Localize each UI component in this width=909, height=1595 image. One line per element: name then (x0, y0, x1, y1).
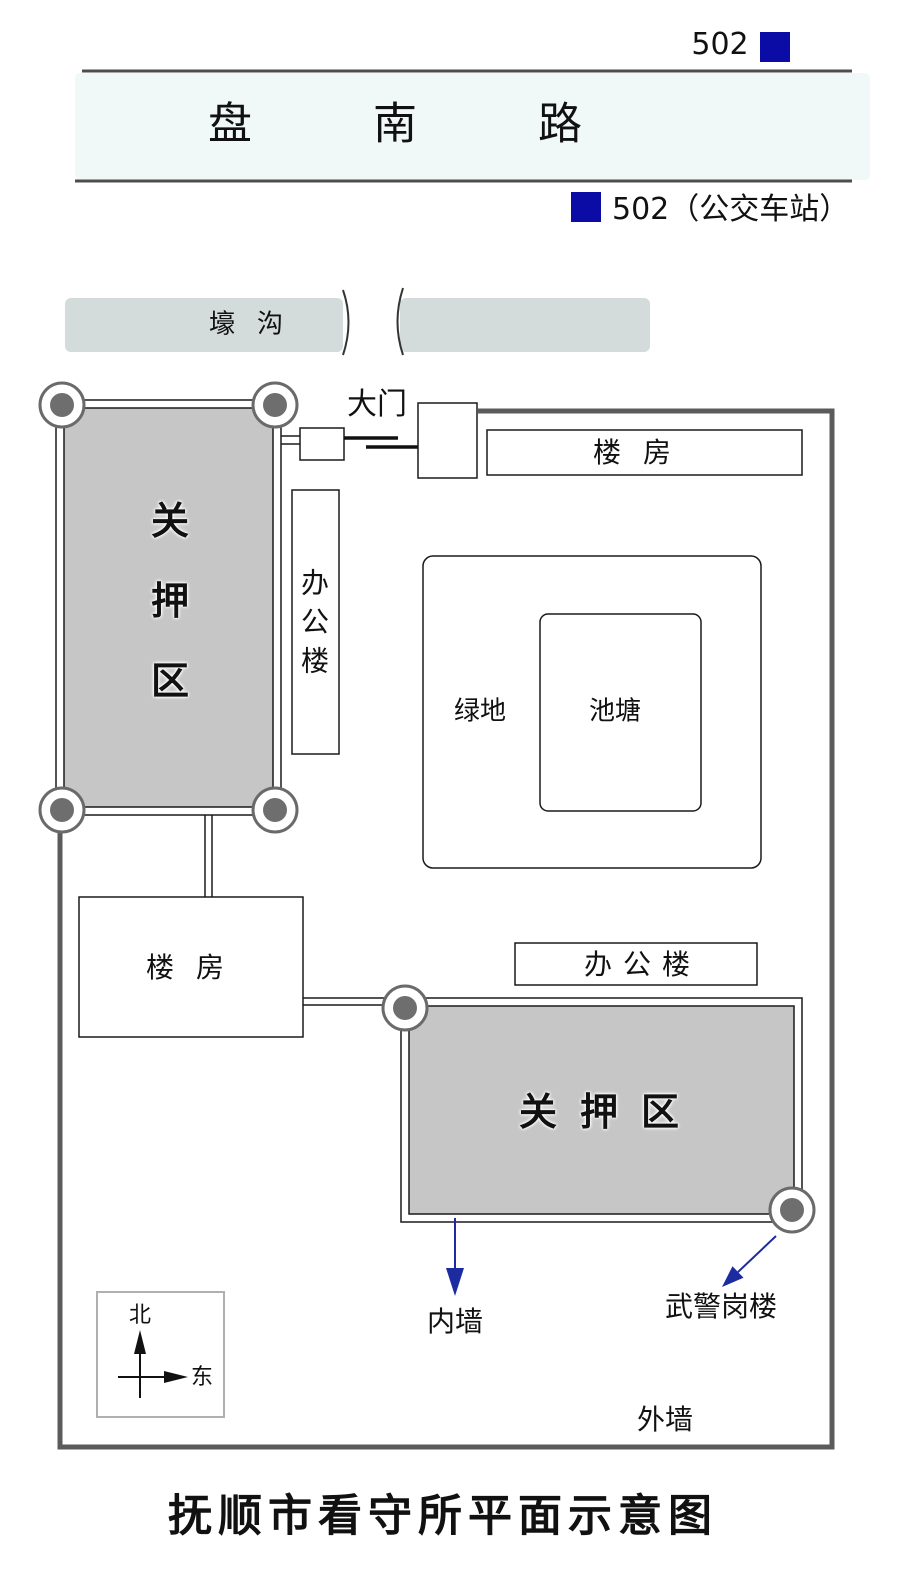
west-building-label: 楼房 (145, 951, 247, 985)
outer-wall (57, 408, 835, 1450)
guard-tower-nw-2 (251, 381, 299, 429)
guard-tower-nw-3 (38, 786, 86, 834)
green-space-label: 绿地 (453, 696, 507, 727)
guard-tower-arrow-head (722, 1266, 744, 1287)
bus-route-number: 502 (691, 27, 749, 62)
guard-tower-label: 武警岗楼 (664, 1290, 778, 1324)
bus-stop-marker (571, 192, 601, 222)
compass-north-label: 北 (128, 1302, 152, 1328)
gate-house (417, 402, 478, 479)
moat-label: 壕沟 (208, 309, 306, 340)
gate-label: 大门 (347, 387, 407, 422)
se-detention-area (408, 1005, 795, 1215)
se-detention-label: 关押区 (518, 1090, 703, 1135)
south-office-building (514, 942, 758, 986)
guard-tower-nw-4 (251, 786, 299, 834)
bridge-west-bracket (342, 289, 350, 356)
nw-detention-label: 关押区 (150, 499, 189, 703)
west-office-building (291, 489, 340, 755)
bus-stop-label: 502（公交车站） (612, 192, 850, 227)
north-building (486, 429, 803, 476)
bus-route-marker (760, 32, 790, 62)
road-name: 盘南路 (208, 98, 703, 150)
page-title: 抚顺市看守所平面示意图 (168, 1490, 718, 1542)
guard-tower-arrow-shaft (737, 1235, 777, 1273)
inner-wall-arrow-head (446, 1268, 464, 1296)
nw-detention-area (63, 407, 274, 808)
compass-north-arrow-icon (134, 1330, 146, 1354)
compass-east-label: 东 (190, 1364, 214, 1390)
guard-tower-nw-1 (38, 381, 86, 429)
pond (539, 613, 702, 812)
guard-tower-se-1 (381, 984, 429, 1032)
north-building-label: 楼房 (592, 436, 694, 470)
south-office-label: 办公楼 (583, 948, 702, 982)
road-band (75, 73, 870, 180)
moat-west-band (65, 298, 343, 352)
west-office-label: 办公楼 (300, 566, 329, 678)
bridge-east-bracket (396, 287, 404, 356)
gate-post (299, 427, 345, 461)
compass-frame (96, 1291, 225, 1418)
moat-east-band (400, 298, 650, 352)
guard-tower-se-2 (768, 1186, 816, 1234)
pond-label: 池塘 (588, 696, 642, 727)
outer-wall-label: 外墙 (636, 1403, 694, 1437)
compass-east-arrow-icon (164, 1371, 188, 1383)
inner-wall-label: 内墙 (426, 1305, 484, 1339)
west-building (78, 896, 304, 1038)
